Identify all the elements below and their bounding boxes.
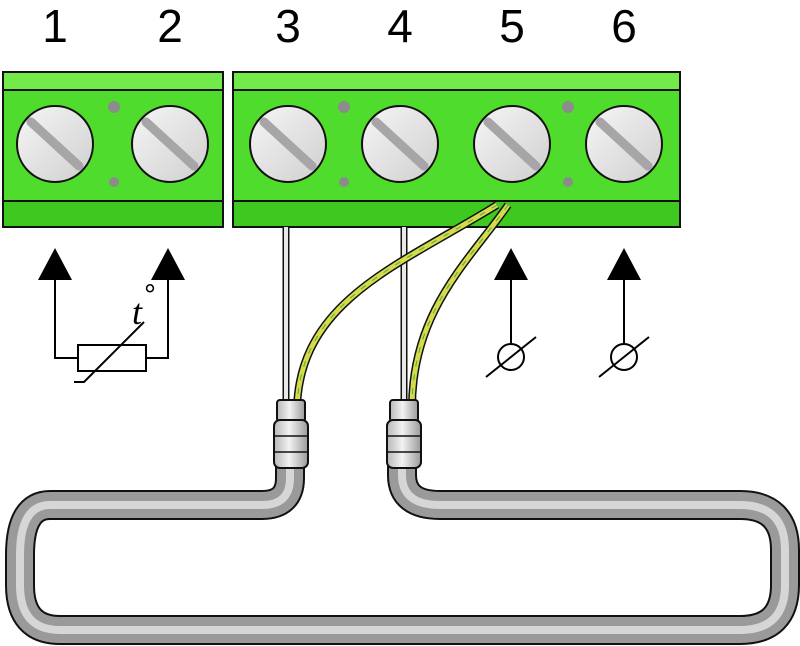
screw-icon[interactable]	[249, 105, 327, 183]
sensor-label: t	[132, 292, 143, 332]
terminal-labels: 1 2 3 4 5 6	[42, 0, 637, 52]
terminal-label-1: 1	[42, 0, 68, 52]
terminal-label-3: 3	[275, 0, 301, 52]
arrow-up-icon	[494, 248, 528, 280]
screw-icon[interactable]	[585, 105, 663, 183]
heating-cable-icon	[4, 465, 800, 645]
terminal-block-pin	[339, 177, 349, 187]
arrows	[38, 248, 641, 280]
screw-icon[interactable]	[131, 105, 209, 183]
terminal-block-pin	[563, 177, 573, 187]
terminal-label-6: 6	[611, 0, 637, 52]
cable-ferrules	[273, 399, 422, 469]
thermistor-icon: t °	[54, 279, 169, 383]
power-terminal-icon	[598, 280, 650, 378]
arrow-up-icon	[38, 248, 72, 280]
terminal-block-pin	[109, 177, 119, 187]
power-terminal-icon	[485, 280, 537, 378]
screw-terminals[interactable]	[16, 105, 663, 183]
sensor-degree: °	[144, 279, 156, 312]
terminal-block-pin	[108, 101, 120, 113]
ferrule-icon	[386, 399, 422, 469]
arrow-up-icon	[151, 248, 185, 280]
power-terminals	[485, 280, 650, 378]
screw-icon[interactable]	[361, 105, 439, 183]
terminal-label-4: 4	[387, 0, 413, 52]
terminal-label-2: 2	[157, 0, 183, 52]
ferrule-icon	[273, 399, 309, 469]
screw-icon[interactable]	[473, 105, 551, 183]
ground-wires	[293, 201, 512, 409]
arrow-up-icon	[607, 248, 641, 280]
terminal-label-5: 5	[499, 0, 525, 52]
screw-icon[interactable]	[16, 105, 94, 183]
terminal-block-pin	[338, 101, 350, 113]
terminal-block-pin	[562, 101, 574, 113]
